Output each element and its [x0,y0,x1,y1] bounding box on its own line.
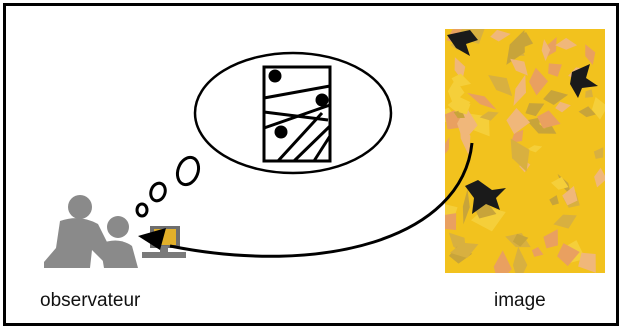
texture-image [431,13,609,286]
image-label: image [494,290,546,312]
thought-bubble [137,53,391,216]
schematic-drawing [264,67,330,161]
observer-label: observateur [40,290,140,312]
